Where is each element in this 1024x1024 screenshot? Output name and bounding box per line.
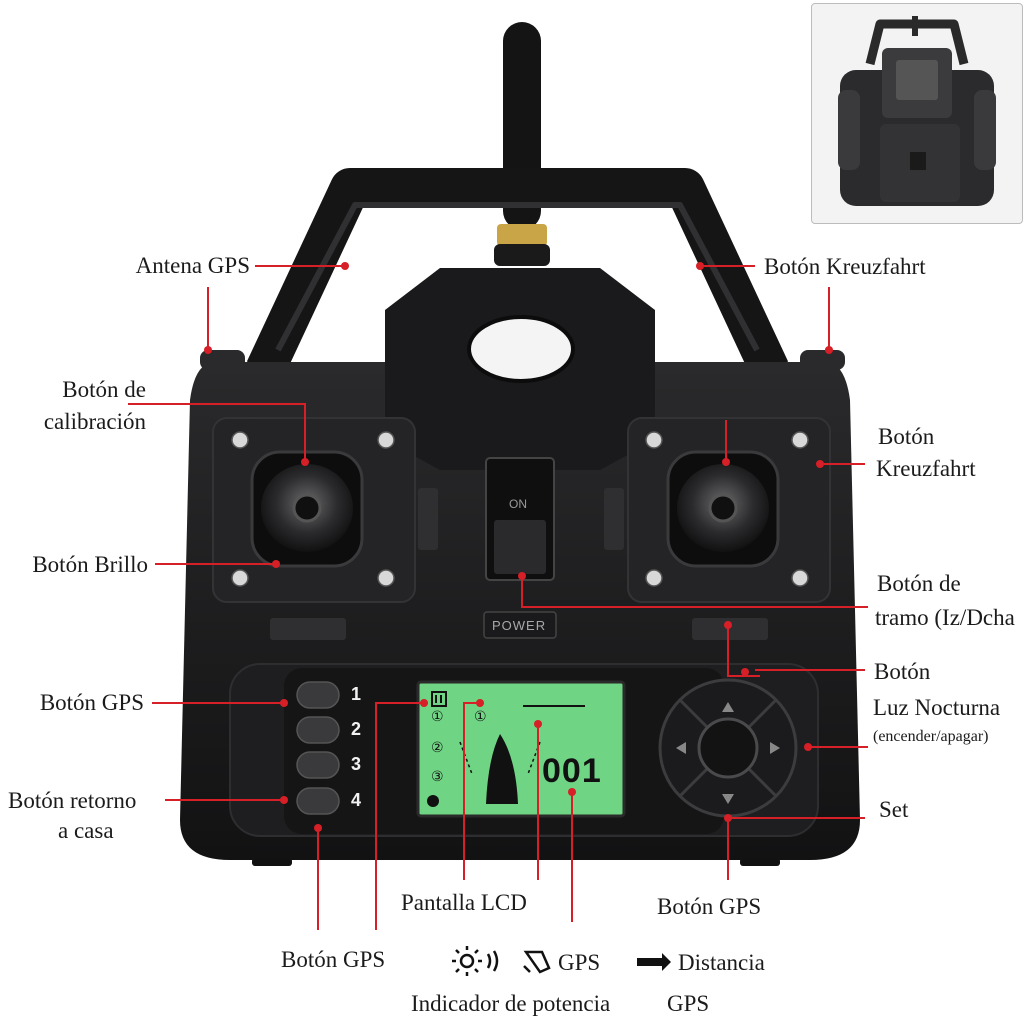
- lcd-gps-number: ①: [474, 708, 487, 724]
- brightness-icon: [452, 946, 499, 976]
- label-boton-gps-bottom-right: Botón GPS: [657, 894, 762, 919]
- lcd-value: 001: [542, 752, 602, 790]
- lcd-slot-3: ③: [431, 768, 444, 784]
- antenna: [494, 22, 550, 266]
- label-set: Set: [879, 797, 909, 822]
- label-luz-line2: Luz Nocturna: [873, 695, 1001, 720]
- screws: [231, 431, 809, 587]
- label-kreuzfahrt-right-line2: Kreuzfahrt: [876, 456, 976, 481]
- label-antena-gps: Antena GPS: [135, 253, 250, 278]
- left-trim: [270, 618, 346, 640]
- key-1-label: 1: [351, 684, 362, 704]
- leader-lines: [128, 265, 868, 930]
- label-calibracion-line1: Botón de: [62, 377, 146, 402]
- handle: [246, 168, 789, 379]
- top-window: [467, 315, 575, 383]
- key-4-label: 4: [351, 790, 362, 810]
- label-retorno-line2: a casa: [58, 818, 114, 843]
- label-tramo-line2: tramo (Iz/Dcha: [875, 605, 1015, 630]
- label-retorno-line1: Botón retorno: [8, 788, 137, 813]
- label-tramo-line1: Botón de: [877, 571, 961, 596]
- lcd-slot-1: ①: [431, 708, 444, 724]
- label-indicador-gps: GPS: [667, 991, 710, 1016]
- gps-icon: [523, 950, 551, 974]
- label-boton-gps-left: Botón GPS: [39, 690, 144, 715]
- label-boton-gps-bottom-left: Botón GPS: [281, 947, 386, 972]
- label-luz-line1: Botón: [874, 659, 931, 684]
- label-kreuzfahrt-right-line1: Botón: [878, 424, 935, 449]
- distance-icon: [637, 953, 671, 971]
- back-view-image: [838, 16, 996, 206]
- lcd-boat-icon: [486, 734, 518, 804]
- leader-dots: [204, 262, 833, 832]
- legend-gps-text: GPS: [558, 950, 601, 975]
- back-view-thumbnail: [811, 3, 1023, 224]
- label-boton-brillo: Botón Brillo: [32, 552, 148, 577]
- legend-distancia-text: Distancia: [678, 950, 765, 975]
- lcd-screen: [416, 680, 626, 818]
- label-pantalla-lcd: Pantalla LCD: [401, 890, 527, 915]
- label-indicador-potencia: Indicador de potencia: [411, 991, 611, 1016]
- power-text: POWER: [492, 618, 547, 633]
- label-luz-line3: (encender/apagar): [873, 728, 989, 745]
- numbered-keys: [296, 681, 340, 815]
- right-trim: [692, 618, 768, 640]
- lcd-slot-2: ②: [431, 739, 444, 755]
- key-3-label: 3: [351, 754, 362, 774]
- key-2-label: 2: [351, 719, 362, 739]
- label-boton-kreuzfahrt-top: Botón Kreuzfahrt: [764, 254, 926, 279]
- label-calibracion-line2: calibración: [43, 409, 146, 434]
- d-pad: [658, 678, 798, 818]
- switch-on-text: ON: [509, 497, 527, 511]
